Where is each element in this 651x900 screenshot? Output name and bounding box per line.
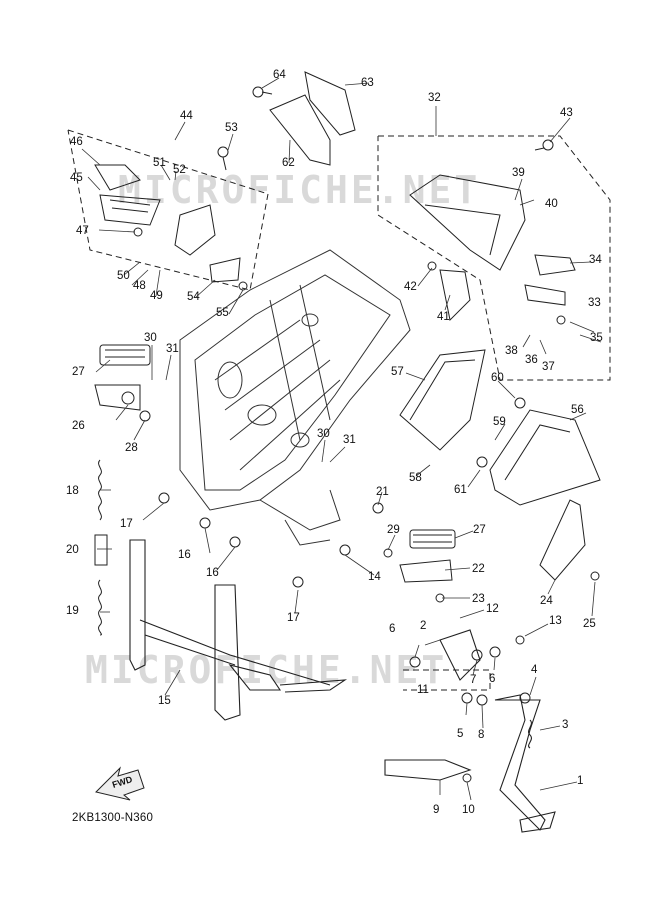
callout-9: 9: [433, 804, 440, 816]
callout-16b: 16: [206, 567, 219, 579]
callout-57: 57: [391, 366, 404, 378]
callout-45: 45: [70, 172, 83, 184]
callout-29: 29: [387, 524, 400, 536]
callout-17a: 17: [120, 518, 133, 530]
callout-27b: 27: [473, 524, 486, 536]
frame-body: [179, 249, 411, 546]
callout-42: 42: [404, 281, 417, 293]
callout-4: 4: [531, 664, 538, 676]
callout-56: 56: [571, 404, 584, 416]
callout-30b: 30: [317, 428, 330, 440]
callout-32: 32: [428, 92, 441, 104]
callout-19: 19: [66, 605, 79, 617]
footrest-front-left: [94, 344, 151, 411]
callout-27a: 27: [72, 366, 85, 378]
diagram-code: 2KB1300-N360: [72, 812, 154, 824]
callout-44: 44: [180, 110, 193, 122]
group-box-11: [403, 669, 491, 691]
group-box-32: [377, 135, 611, 381]
callout-22: 22: [472, 563, 485, 575]
callout-31a: 31: [166, 343, 179, 355]
callout-34: 34: [589, 254, 602, 266]
main-stand: [129, 539, 348, 721]
callout-18: 18: [66, 485, 79, 497]
callout-54: 54: [187, 291, 200, 303]
footrest-front-right: [94, 164, 241, 283]
callout-61: 61: [454, 484, 467, 496]
callout-17b: 17: [287, 612, 300, 624]
callout-30a: 30: [144, 332, 157, 344]
callout-26: 26: [72, 420, 85, 432]
callout-64: 64: [273, 69, 286, 81]
callout-1: 1: [577, 775, 584, 787]
callout-52: 52: [173, 164, 186, 176]
callout-48: 48: [133, 280, 146, 292]
callout-8: 8: [478, 729, 485, 741]
callout-53: 53: [225, 122, 238, 134]
callout-2: 2: [420, 620, 427, 632]
leader-lines: [81, 77, 602, 801]
callout-47: 47: [76, 225, 89, 237]
callout-21: 21: [376, 486, 389, 498]
callout-58: 58: [409, 472, 422, 484]
heel-guard-62-63: [269, 71, 356, 166]
callout-60: 60: [491, 372, 504, 384]
callout-15: 15: [158, 695, 171, 707]
callout-62: 62: [282, 157, 295, 169]
callout-59: 59: [493, 416, 506, 428]
fasteners: [133, 86, 600, 783]
springs-18-19: [94, 459, 108, 636]
side-stand: [384, 629, 556, 833]
callout-63: 63: [361, 77, 374, 89]
callout-28: 28: [125, 442, 138, 454]
group-box-44: [67, 129, 269, 291]
callout-46: 46: [70, 136, 83, 148]
callout-49: 49: [150, 290, 163, 302]
callout-12: 12: [486, 603, 499, 615]
callout-55: 55: [216, 307, 229, 319]
callout-24: 24: [540, 595, 553, 607]
callout-5: 5: [457, 728, 464, 740]
fwd-arrow-icon: [95, 766, 145, 801]
callout-50: 50: [117, 270, 130, 282]
callout-23: 23: [472, 593, 485, 605]
callout-14: 14: [368, 571, 381, 583]
callout-6b: 6: [489, 673, 496, 685]
callout-39: 39: [512, 167, 525, 179]
callout-36: 36: [525, 354, 538, 366]
callout-38: 38: [505, 345, 518, 357]
callout-11: 11: [417, 684, 429, 696]
callout-41: 41: [437, 311, 450, 323]
callout-31b: 31: [343, 434, 356, 446]
callout-43: 43: [560, 107, 573, 119]
callout-37: 37: [542, 361, 555, 373]
callout-35: 35: [590, 332, 603, 344]
callout-25: 25: [583, 618, 596, 630]
callout-51: 51: [153, 157, 166, 169]
callout-10: 10: [462, 804, 475, 816]
callout-20: 20: [66, 544, 79, 556]
callout-40: 40: [545, 198, 558, 210]
callout-13: 13: [549, 615, 562, 627]
callout-6a: 6: [389, 623, 396, 635]
callout-3: 3: [562, 719, 569, 731]
callout-7: 7: [470, 674, 477, 686]
guards-right-side: [399, 349, 601, 581]
callout-16a: 16: [178, 549, 191, 561]
footrest-rear-left: [409, 174, 576, 322]
callout-33: 33: [588, 297, 601, 309]
footrest-rear-right: [399, 529, 456, 583]
